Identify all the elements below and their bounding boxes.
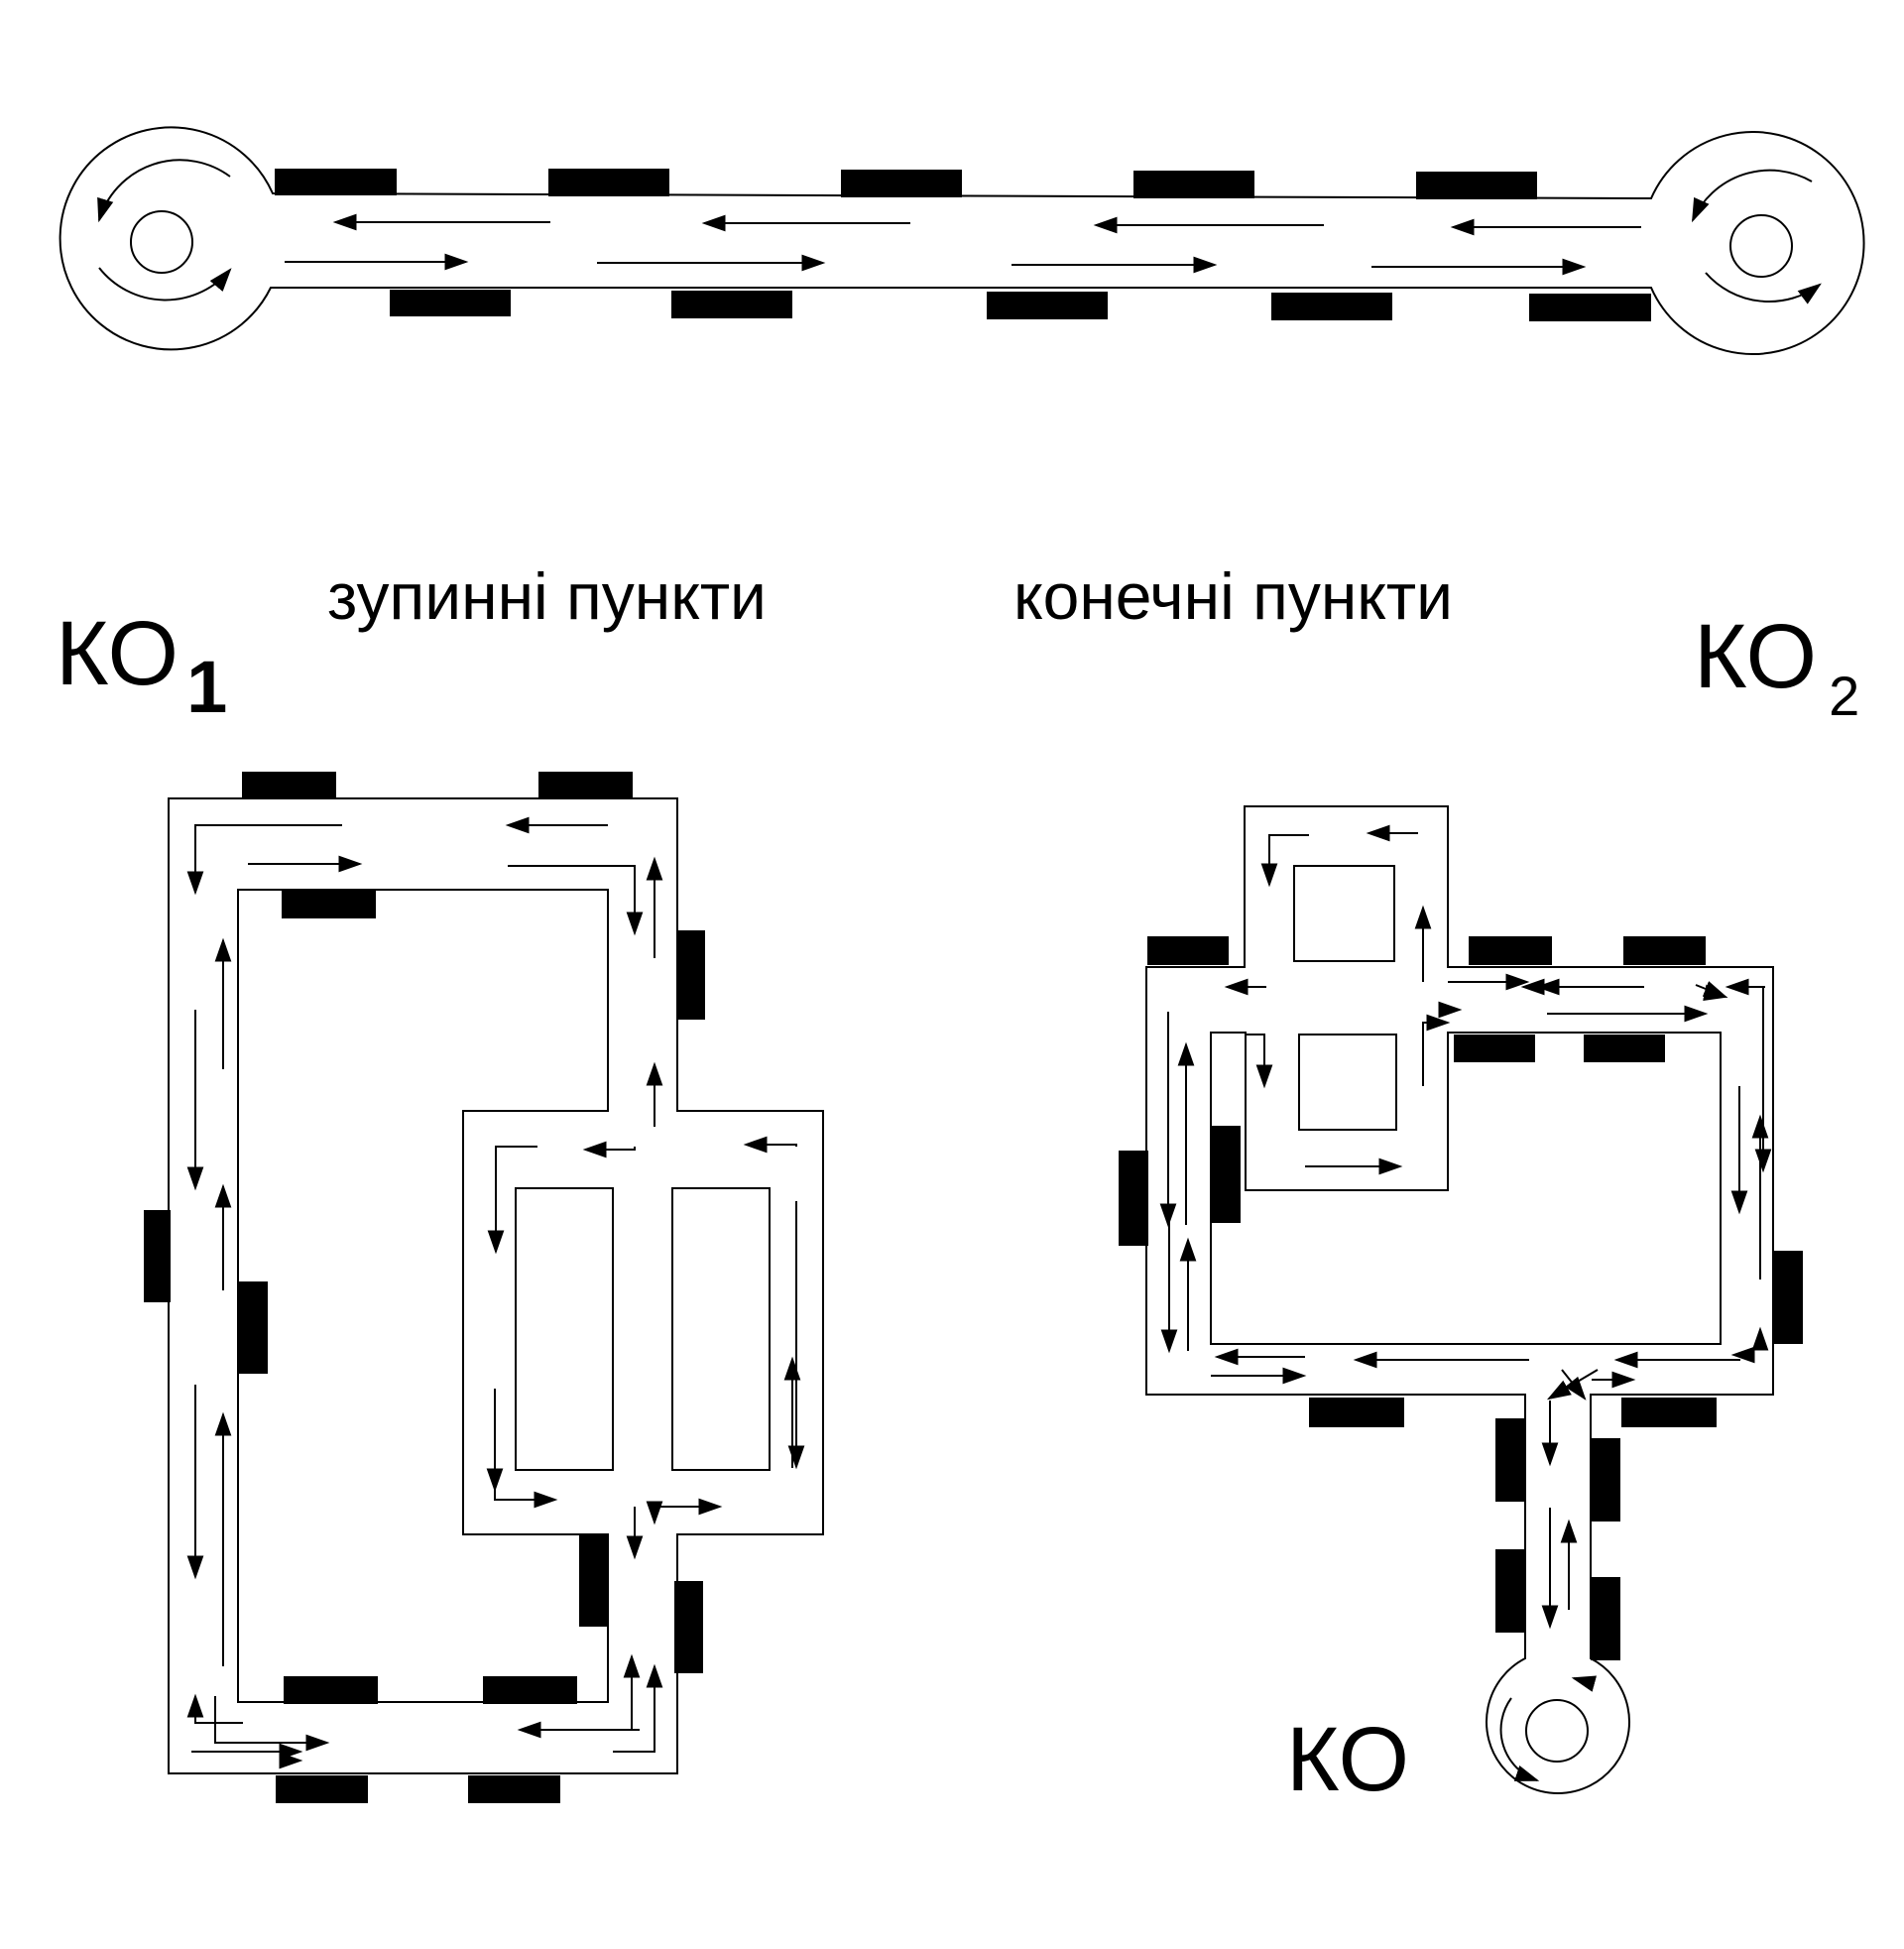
stop-marker [390, 290, 511, 316]
stop-marker [1416, 172, 1537, 199]
left-network-block-a [515, 1187, 614, 1471]
stop-marker [841, 170, 962, 197]
stop-marker [468, 1775, 560, 1803]
stop-marker [483, 1676, 577, 1704]
stop-marker [1147, 936, 1229, 965]
stop-marker [1271, 293, 1392, 320]
left-network-stops [144, 772, 705, 1803]
stop-marker [1495, 1549, 1525, 1633]
stop-marker [238, 1281, 268, 1374]
stop-marker [1495, 1418, 1525, 1502]
right-network-block-b [1298, 1034, 1397, 1131]
stop-marker [1584, 1035, 1665, 1062]
stop-marker [1591, 1577, 1620, 1660]
linear-route-outline [59, 126, 1865, 355]
linear-route-arrows [285, 213, 1641, 276]
stop-marker [1454, 1035, 1535, 1062]
left-turnaround-hub [130, 210, 193, 274]
right-turnaround-hub [1525, 1699, 1589, 1763]
stop-marker [676, 930, 705, 1020]
label-ko3: КО [1286, 1709, 1409, 1810]
right-network-outer-outline [1145, 805, 1774, 1794]
stop-marker [1591, 1438, 1620, 1522]
left-network-block-b [671, 1187, 771, 1471]
stop-marker [275, 169, 397, 195]
right-loop-arrow-top [1692, 169, 1813, 223]
stop-marker [674, 1581, 703, 1673]
right-network-arrows [1159, 824, 1772, 1630]
right-loop-arrow-right [1571, 1675, 1598, 1692]
stop-marker [1621, 1398, 1717, 1427]
stop-marker [282, 891, 376, 918]
left-network-inner-outline [237, 889, 609, 1703]
right-loop-network [1145, 805, 1774, 1794]
stop-marker [548, 169, 669, 196]
stop-marker [579, 1534, 609, 1627]
left-loop-arrow-bottom [98, 267, 232, 302]
left-network-arrows [186, 816, 805, 1769]
stop-marker [1469, 936, 1552, 965]
right-network-inner-outline [1210, 1032, 1722, 1345]
stop-marker [987, 292, 1108, 319]
stop-marker [538, 772, 633, 799]
stop-marker [1623, 936, 1706, 965]
stop-marker [276, 1775, 368, 1803]
stop-marker [242, 772, 336, 799]
linear-route-stops [275, 169, 1651, 321]
stop-marker [1774, 1251, 1803, 1344]
label-terminals: конечні пункти [1013, 559, 1453, 633]
linear-route [59, 126, 1865, 355]
stop-marker [671, 291, 792, 318]
stop-marker [144, 1210, 171, 1302]
stop-marker [1119, 1151, 1148, 1246]
left-network-outer-outline [168, 797, 824, 1774]
stop-marker [1309, 1398, 1404, 1427]
label-stops: зупинні пункти [327, 559, 767, 633]
right-turnaround-hub [1729, 214, 1793, 278]
stop-marker [1212, 1126, 1241, 1223]
left-loop-arrow-top [97, 159, 231, 223]
label-ko2-main: КО [1694, 606, 1817, 707]
stop-marker [284, 1676, 378, 1704]
label-ko1-main: КО [56, 603, 178, 704]
right-loop-arrow-left [1499, 1697, 1540, 1781]
right-network-stops [1119, 936, 1803, 1660]
label-ko2-sub: 2 [1829, 665, 1859, 727]
right-network-block-a [1293, 865, 1395, 962]
right-loop-arrow-bottom [1705, 272, 1822, 305]
stop-marker [1529, 294, 1651, 321]
stop-marker [1133, 171, 1254, 198]
label-ko1-sub: 1 [186, 646, 227, 728]
